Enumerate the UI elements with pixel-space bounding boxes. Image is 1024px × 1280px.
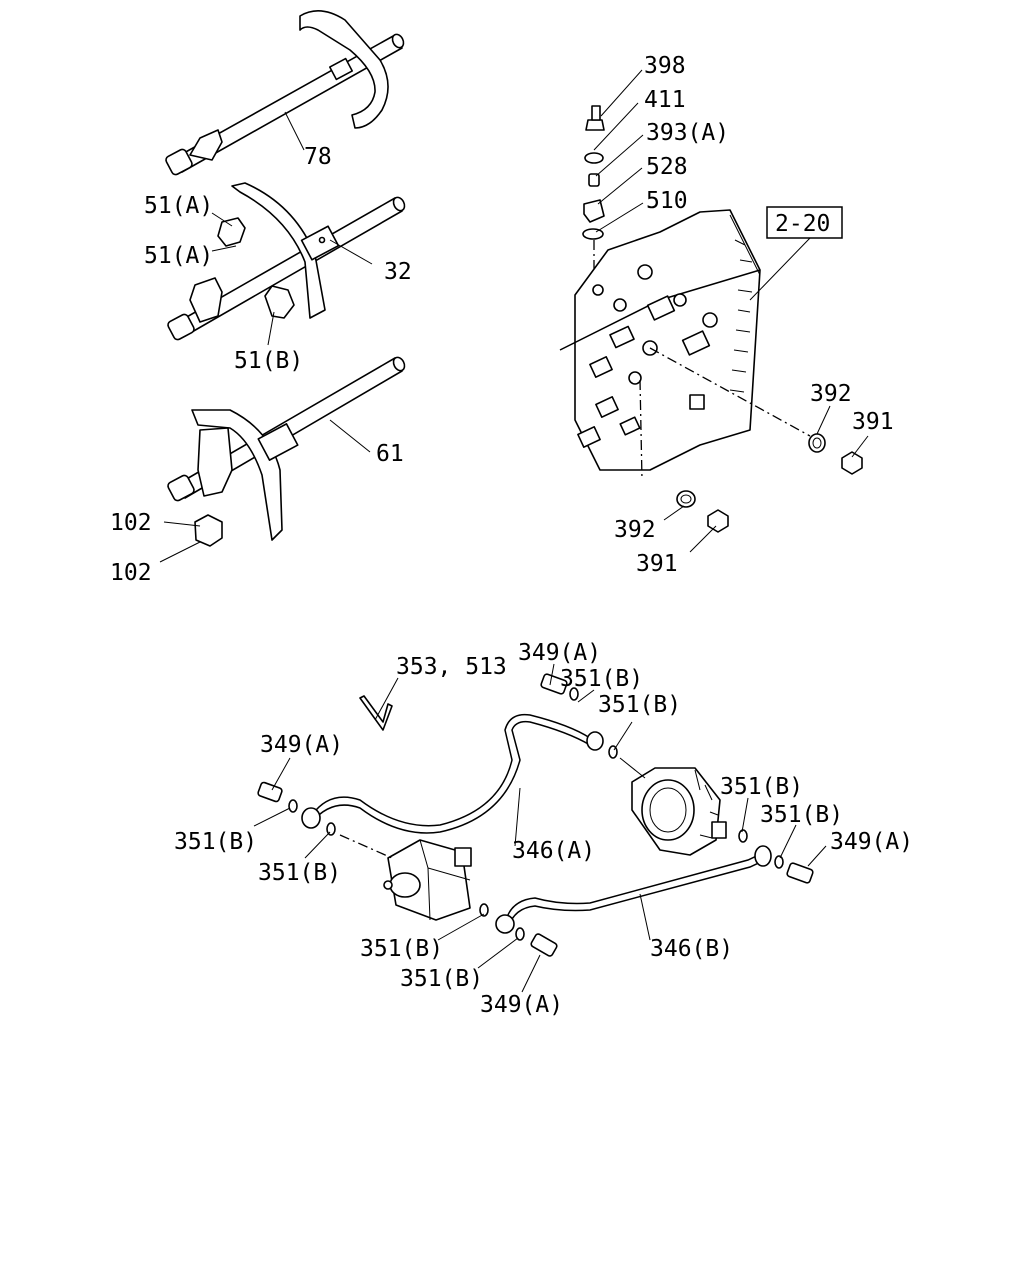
label-78: 78 xyxy=(304,144,332,170)
label-351b-right1: 351(B) xyxy=(720,774,803,800)
callout-labels: 398 411 393(A) 528 510 2-20 392 391 392 … xyxy=(110,53,913,1018)
bolts-and-washers xyxy=(257,673,814,957)
label-392-right: 392 xyxy=(810,381,852,407)
label-51a-1: 51(A) xyxy=(144,193,213,219)
label-102-1: 102 xyxy=(110,510,152,536)
label-351b-left2: 351(B) xyxy=(258,860,341,886)
switch-stack xyxy=(582,105,605,300)
label-351b-top1: 351(B) xyxy=(560,666,643,692)
label-61: 61 xyxy=(376,441,404,467)
label-353-513: 353, 513 xyxy=(396,654,507,680)
label-32: 32 xyxy=(384,259,412,285)
pipe-346b xyxy=(495,845,772,934)
label-349a-right: 349(A) xyxy=(830,829,913,855)
label-392-lower: 392 xyxy=(614,517,656,543)
label-346a: 346(A) xyxy=(512,838,595,864)
label-351b-right2: 351(B) xyxy=(760,802,843,828)
label-51a-2: 51(A) xyxy=(144,243,213,269)
label-391-lower: 391 xyxy=(636,551,678,577)
plug-and-washer-right xyxy=(808,433,863,475)
label-393a: 393(A) xyxy=(646,120,729,146)
label-351b-bottom2: 351(B) xyxy=(400,966,483,992)
label-346b: 346(B) xyxy=(650,936,733,962)
label-351b-bottom1: 351(B) xyxy=(360,936,443,962)
reference-box-2-20 xyxy=(766,206,843,239)
leader-lines xyxy=(159,69,869,993)
label-2-20: 2-20 xyxy=(775,211,830,237)
label-102-2: 102 xyxy=(110,560,152,586)
label-349a-top: 349(A) xyxy=(518,640,601,666)
shift-rail-61 xyxy=(167,356,406,547)
label-351b-left1: 351(B) xyxy=(174,829,257,855)
shift-rail-32 xyxy=(167,182,406,341)
shift-rail-78 xyxy=(165,10,405,176)
clip-353-513 xyxy=(359,695,393,731)
label-51b: 51(B) xyxy=(234,348,303,374)
label-528: 528 xyxy=(646,154,688,180)
label-411: 411 xyxy=(644,87,686,113)
transmission-case xyxy=(559,209,811,481)
actuator-right xyxy=(619,757,727,856)
actuator-left xyxy=(339,834,472,921)
label-391-right: 391 xyxy=(852,409,894,435)
label-398: 398 xyxy=(644,53,686,79)
label-510: 510 xyxy=(646,188,688,214)
label-351b-top2: 351(B) xyxy=(598,692,681,718)
pipe-346a xyxy=(301,713,604,834)
plug-and-washer-lower xyxy=(676,490,729,533)
label-349a-bottom: 349(A) xyxy=(480,992,563,1018)
label-349a-left: 349(A) xyxy=(260,732,343,758)
